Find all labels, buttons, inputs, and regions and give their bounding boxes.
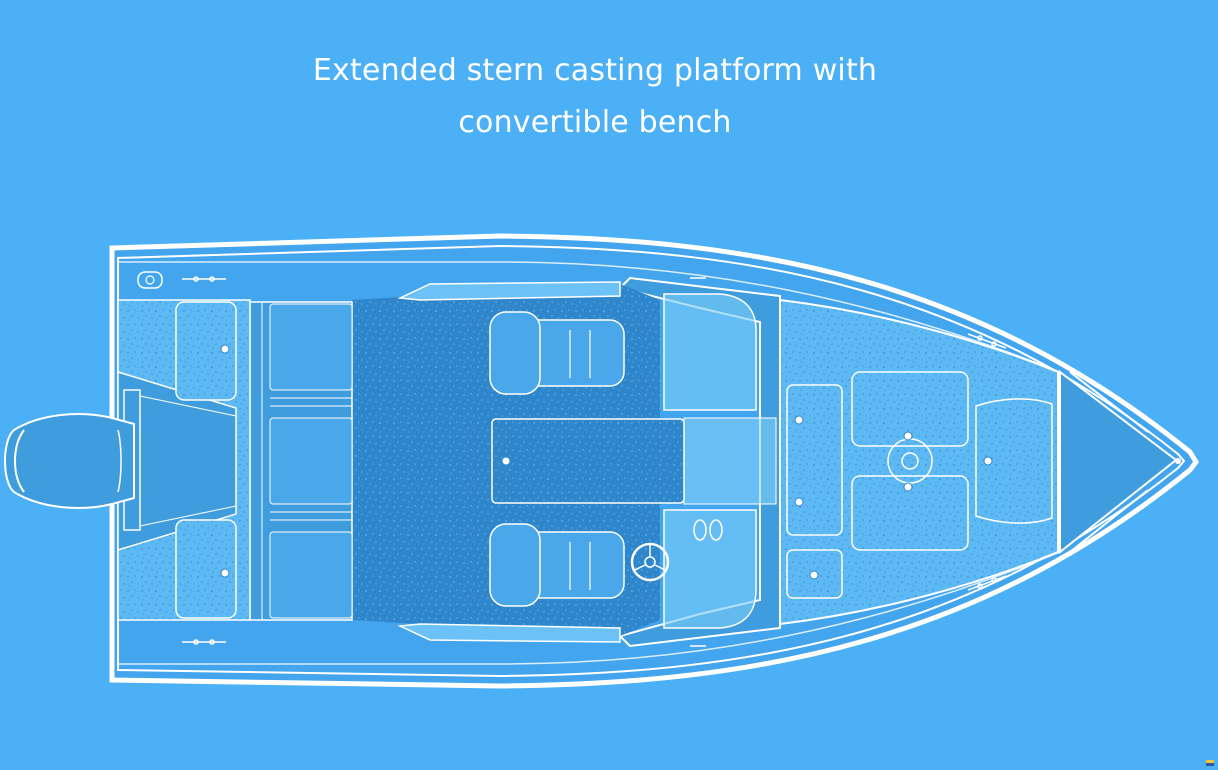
diagram-title-line-2: convertible bench xyxy=(458,105,732,140)
console-top xyxy=(663,293,757,411)
bow-hatch-top xyxy=(851,371,969,447)
cleat-icon xyxy=(182,276,226,282)
bow-hatch-bottom xyxy=(851,475,969,551)
side-shelf-top xyxy=(397,281,621,301)
outboard-motor-icon xyxy=(4,413,135,509)
bow-eye xyxy=(1175,458,1181,464)
bow-hatch-left xyxy=(786,384,843,536)
cleat-icon xyxy=(967,575,1007,591)
cleat-icon xyxy=(690,277,706,647)
bench-cushion-1 xyxy=(269,303,353,391)
steering-wheel-icon xyxy=(630,519,723,582)
walkthrough xyxy=(683,417,777,505)
bench-cushion-2 xyxy=(269,417,353,505)
hatch-latch-icon xyxy=(903,482,913,492)
casting-platform-center xyxy=(491,418,685,504)
hatch-latch-icon xyxy=(794,497,804,507)
stern-hatch-bottom xyxy=(175,519,237,619)
hatch-latch-icon xyxy=(220,344,230,354)
diagram-title-line-1: Extended stern casting platform with xyxy=(312,53,878,88)
hatch-latch-icon xyxy=(809,570,819,580)
bow-tip xyxy=(1059,369,1178,555)
hull-gunwale-rail xyxy=(118,261,1061,665)
fuel-cap-icon xyxy=(137,271,163,289)
trolling-motor-mount-center xyxy=(901,452,919,470)
hatch-latch-icon xyxy=(794,415,804,425)
corner-mark-icon xyxy=(1206,760,1214,766)
stern-hatch-top xyxy=(175,301,237,401)
hull-gunwale-inner xyxy=(117,244,1186,678)
hatch-latch-icon xyxy=(501,456,511,466)
seat-icon xyxy=(489,523,625,607)
bow-rail xyxy=(1069,371,1149,553)
bench-cushion-3 xyxy=(269,531,353,619)
cleat-icon xyxy=(182,639,226,645)
diagram-title: Extended stern casting platform with con… xyxy=(295,45,895,149)
hatch-latch-icon xyxy=(220,568,230,578)
console-bottom xyxy=(663,509,757,629)
bow-deck xyxy=(779,298,1059,626)
seat-icon xyxy=(489,311,625,395)
hatch-latch-icon xyxy=(903,431,913,441)
side-shelf-bottom xyxy=(397,623,621,643)
cleat-icon xyxy=(967,333,1007,349)
motor-well-edge xyxy=(139,395,237,527)
hatch-latch-icon xyxy=(983,456,993,466)
bow-hatch-front xyxy=(975,398,1053,524)
